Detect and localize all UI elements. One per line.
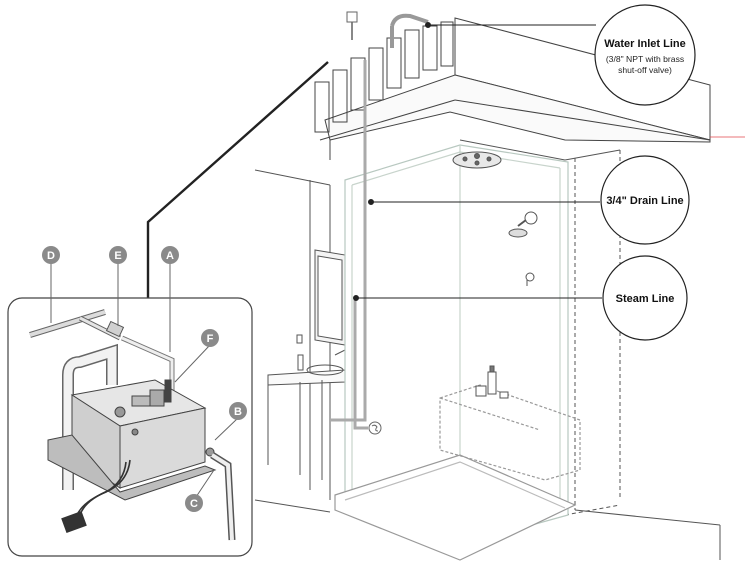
callout-drain-line: 3/4" Drain Line <box>600 155 690 245</box>
power-plug-icon <box>61 510 87 534</box>
part-badge-circle <box>42 246 60 264</box>
ceiling-structure <box>314 17 745 160</box>
shower-enclosure <box>334 144 581 561</box>
bottle-icon <box>487 371 497 395</box>
part-badge-letter: B <box>234 406 242 418</box>
part-badge-circle <box>185 494 203 512</box>
service-pipes <box>330 60 368 430</box>
vanity-area <box>267 249 346 480</box>
part-badge-circle <box>229 402 247 420</box>
mixing-valve-icon <box>525 272 535 282</box>
part-badge-d: D <box>42 246 60 264</box>
water-inlet-detail-1: (3/8" NPT with brass <box>606 54 684 64</box>
part-badge-circle <box>109 246 127 264</box>
steam-head-icon <box>368 421 382 435</box>
part-badge-letter: A <box>166 250 174 262</box>
water-inlet-detail-2: shut-off valve) <box>618 65 672 75</box>
part-badge-circle <box>161 246 179 264</box>
callout-leaders <box>146 22 602 301</box>
part-badge-letter: E <box>114 250 121 262</box>
shower-arm-icon <box>524 211 538 225</box>
part-badge-c: C <box>185 494 203 512</box>
part-badge-b: B <box>229 402 247 420</box>
part-badge-circle <box>201 329 219 347</box>
part-badge-f: F <box>201 329 219 347</box>
water-inlet-line-label: Water Inlet Line <box>604 38 686 50</box>
part-badge-e: E <box>109 246 127 264</box>
part-badge-letter: F <box>207 333 214 345</box>
generator-inset <box>7 262 253 557</box>
drain-line-label: 3/4" Drain Line <box>606 195 683 207</box>
part-letter-badges: D E A F B C <box>42 246 247 512</box>
part-badge-letter: D <box>47 250 55 262</box>
steam-line-label: Steam Line <box>616 293 675 305</box>
rain-shower-head-icon <box>452 151 502 169</box>
water-inlet-pipe <box>346 11 429 48</box>
callout-water-inlet: Water Inlet Line (3/8" NPT with brass sh… <box>594 4 696 106</box>
part-badge-a: A <box>161 246 179 264</box>
part-badge-letter: C <box>190 498 198 510</box>
shower-fixtures <box>368 151 538 435</box>
callout-steam-line: Steam Line <box>602 255 688 341</box>
